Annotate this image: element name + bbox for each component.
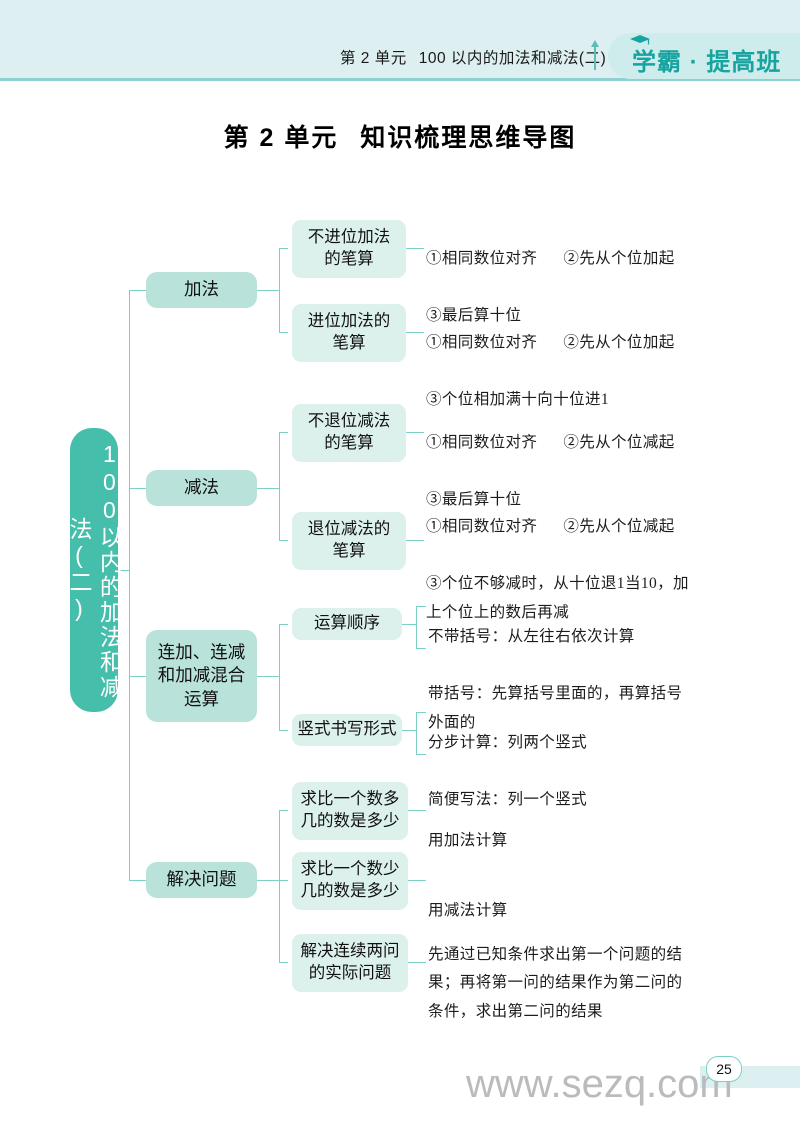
sub-node-two-step-problem[interactable]: 解决连续两问 的实际问题 — [292, 934, 408, 992]
detail-item: ②先从个位减起 — [563, 433, 675, 451]
detail-item: 先通过已知条件求出第一个问题的结 果；再将第一问的结果作为第二问的 条件，求出第… — [428, 945, 683, 1021]
graduation-cap-icon — [630, 35, 650, 45]
connector-add-spine — [279, 248, 281, 332]
connector-mix-e0 — [402, 730, 416, 732]
connector-solve-c3 — [279, 962, 288, 964]
detail-item: ①相同数位对齐 — [426, 333, 538, 351]
branch-node-addition[interactable]: 加法 — [146, 272, 257, 308]
sub-node-borrow-subtraction[interactable]: 退位减法的 笔算 — [292, 512, 406, 570]
site-watermark: www.sezq.com — [466, 1062, 733, 1106]
detail-item: ①相同数位对齐 — [426, 249, 538, 267]
detail-vertical-format: 分步计算：列两个竖式 简便写法：列一个竖式 — [428, 700, 748, 843]
connector-mix-out — [257, 676, 279, 678]
connector-add-out — [257, 290, 279, 292]
connector-mix-e1 — [416, 712, 426, 714]
detail-item: 用加法计算 — [428, 831, 508, 849]
detail-less-than-number: 用减法计算 — [428, 868, 748, 954]
detail-item: ①相同数位对齐 — [426, 433, 538, 451]
detail-item: 简便写法：列一个竖式 — [428, 791, 588, 809]
connector-solve-c2 — [279, 880, 288, 882]
connector-add-c2 — [279, 332, 288, 334]
detail-carry-addition: ①相同数位对齐 ②先从个位加起 ③个位相加满十向十位进1 — [426, 300, 756, 443]
detail-item: ③最后算十位 — [426, 307, 522, 325]
connector-solve-d2 — [408, 880, 426, 882]
detail-two-step-problem: 先通过已知条件求出第一个问题的结 果；再将第一问的结果作为第二问的 条件，求出第… — [428, 912, 748, 1055]
connector-mix-e2 — [416, 754, 426, 756]
branch-node-mixed-operations[interactable]: 连加、连减 和加减混合 运算 — [146, 630, 257, 722]
sub-node-vertical-format[interactable]: 竖式书写形式 — [292, 714, 402, 746]
detail-item: ②先从个位减起 — [563, 517, 675, 535]
sub-node-more-than-number[interactable]: 求比一个数多 几的数是多少 — [292, 782, 408, 840]
mindmap-root-node[interactable]: 100以内的加法和减法(二) — [66, 428, 122, 712]
page-title-subject: 知识梳理思维导图 — [360, 124, 577, 152]
logo-text: 学霸 · 提高班 — [632, 49, 782, 76]
header-breadcrumb: 第 2 单元 100 以内的加法和减法(二) — [340, 46, 606, 68]
connector-mix-d1 — [416, 606, 426, 608]
branch-node-subtraction[interactable]: 减法 — [146, 470, 257, 506]
connector-mix-d2 — [416, 648, 426, 650]
connector-solve-spine — [279, 810, 281, 962]
connector-root-spine — [129, 290, 131, 880]
detail-item: 用减法计算 — [428, 901, 508, 919]
connector-root-stub — [118, 570, 130, 572]
connector-sub-c1 — [279, 432, 288, 434]
connector-add-c1 — [279, 248, 288, 250]
connector-sub-c2 — [279, 540, 288, 542]
logo-arrow-icon — [591, 40, 599, 70]
connector-mix-c1 — [279, 624, 288, 626]
connector-mix-spine — [279, 624, 281, 730]
connector-branch-2 — [129, 488, 146, 490]
connector-sub-out — [257, 488, 279, 490]
connector-sub-spine — [279, 432, 281, 540]
connector-add-d2 — [406, 332, 424, 334]
connector-mix-d0 — [402, 624, 416, 626]
connector-solve-c1 — [279, 810, 288, 812]
detail-operation-order: 不带括号：从左往右依次计算 带括号：先算括号里面的，再算括号 外面的 — [428, 594, 748, 766]
connector-sub-d2 — [406, 540, 424, 542]
page-number: 25 — [706, 1056, 742, 1082]
branch-node-problem-solving[interactable]: 解决问题 — [146, 862, 257, 898]
header-chapter-label: 100 以内的加法和减法(二) — [418, 50, 607, 67]
header-unit-label: 第 2 单元 — [340, 50, 407, 67]
page-title-unit: 第 2 单元 — [223, 124, 339, 152]
connector-branch-4 — [129, 880, 146, 882]
detail-more-than-number: 用加法计算 — [428, 798, 748, 884]
sub-node-no-borrow-subtraction[interactable]: 不退位减法 的笔算 — [292, 404, 406, 462]
detail-item: ③最后算十位 — [426, 491, 522, 509]
page-title: 第 2 单元知识梳理思维导图 — [0, 118, 800, 154]
connector-mix-espine — [416, 712, 418, 754]
connector-solve-d1 — [408, 810, 426, 812]
connector-branch-3 — [129, 676, 146, 678]
detail-item: ②先从个位加起 — [563, 333, 675, 351]
sub-node-carry-addition[interactable]: 进位加法的 笔算 — [292, 304, 406, 362]
connector-branch-1 — [129, 290, 146, 292]
detail-item: ③个位相加满十向十位进1 — [426, 391, 610, 409]
brand-logo: 学霸 · 提高班 — [591, 33, 800, 79]
header-divider — [0, 78, 800, 81]
detail-no-borrow-subtraction: ①相同数位对齐 ②先从个位减起 ③最后算十位 — [426, 400, 746, 543]
connector-solve-d3 — [408, 962, 426, 964]
detail-item: 带括号：先算括号里面的，再算括号 外面的 — [428, 685, 683, 731]
detail-item: ③个位不够减时，从十位退1当10，加 上个位上的数后再减 — [426, 575, 689, 621]
sub-node-less-than-number[interactable]: 求比一个数少 几的数是多少 — [292, 852, 408, 910]
connector-mix-c2 — [279, 730, 288, 732]
connector-sub-d1 — [406, 432, 424, 434]
detail-no-carry-addition: ①相同数位对齐 ②先从个位加起 ③最后算十位 — [426, 216, 746, 359]
detail-item: ①相同数位对齐 — [426, 517, 538, 535]
detail-item: ②先从个位加起 — [563, 249, 675, 267]
detail-borrow-subtraction: ①相同数位对齐 ②先从个位减起 ③个位不够减时，从十位退1当10，加 上个位上的数… — [426, 484, 756, 656]
connector-add-d1 — [406, 248, 424, 250]
detail-item: 分步计算：列两个竖式 — [428, 733, 588, 751]
sub-node-no-carry-addition[interactable]: 不进位加法 的笔算 — [292, 220, 406, 278]
connector-mix-dspine — [416, 606, 418, 648]
sub-node-operation-order[interactable]: 运算顺序 — [292, 608, 402, 640]
connector-solve-out — [257, 880, 279, 882]
detail-item: 不带括号：从左往右依次计算 — [428, 627, 635, 645]
